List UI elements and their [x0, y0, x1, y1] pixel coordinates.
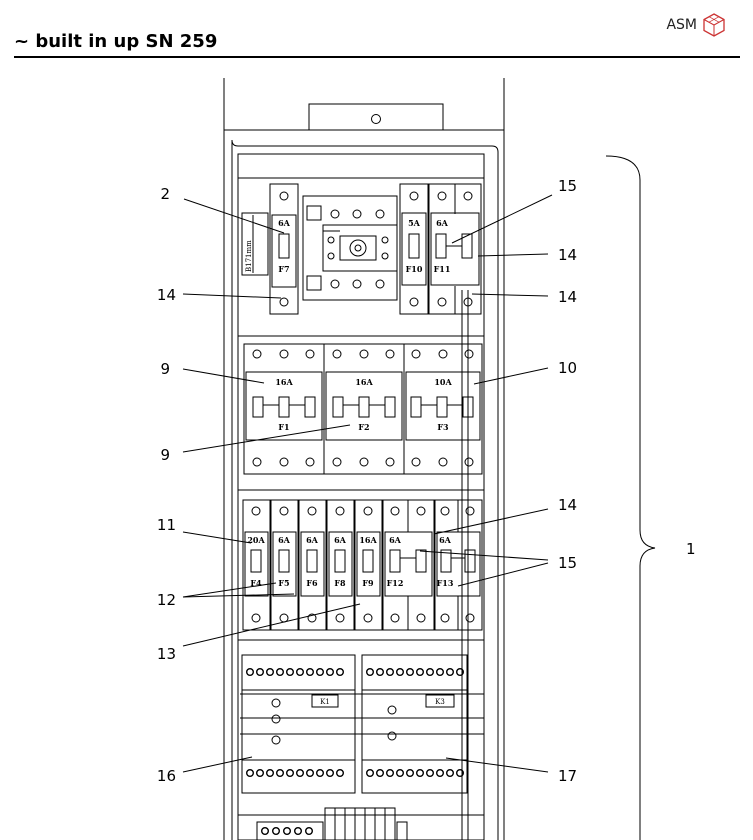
callout-10: 10: [558, 359, 577, 377]
breaker-f1: [243, 343, 325, 475]
brand-name: ASM: [666, 17, 697, 33]
f13-label: F13: [437, 578, 454, 588]
breaker-f6: [298, 499, 327, 631]
f3-label: F3: [437, 422, 449, 432]
f6-label: F6: [306, 578, 318, 588]
f9-rating: 16A: [359, 535, 377, 545]
callout-9-bottom: 9: [160, 446, 170, 464]
callout-14-left: 14: [157, 286, 176, 304]
cabinet-frame: [223, 78, 505, 840]
asm-cube-logo-icon: [703, 13, 725, 37]
breaker-f12: [382, 499, 435, 631]
breaker-f3: [403, 343, 483, 475]
f13-rating: 6A: [439, 535, 452, 545]
f2-label: F2: [358, 422, 369, 432]
callout-14-lower: 14: [558, 496, 577, 514]
f5-label: F5: [278, 578, 289, 588]
f8-rating: 6A: [334, 535, 347, 545]
f12-label: F12: [387, 578, 404, 588]
f4-label: F4: [250, 578, 262, 588]
callout-labels: 2 15 14 14 14 9 10 9 11 14 15 1 12 13 16…: [157, 177, 696, 785]
f6-rating: 6A: [306, 535, 319, 545]
f12-rating: 6A: [389, 535, 402, 545]
relay-module-17: [361, 654, 468, 794]
callout-11: 11: [157, 516, 176, 534]
side-label: B171mm: [245, 240, 253, 272]
f2-rating: 16A: [355, 377, 373, 387]
breaker-f11: [428, 183, 482, 315]
leader-lines: [182, 194, 553, 773]
f7-label: F7: [278, 264, 289, 274]
brand-logo: ASM: [666, 13, 725, 37]
callout-1: 1: [686, 540, 696, 558]
callout-14-right: 14: [558, 288, 577, 306]
breaker-f4: [242, 499, 271, 631]
callout-15-top: 15: [558, 177, 577, 195]
f9-label: F9: [362, 578, 374, 588]
breaker-f5: [270, 499, 299, 631]
breaker-f8: [326, 499, 355, 631]
breaker-f2: [323, 343, 405, 475]
callout-17: 17: [558, 767, 577, 785]
breaker-f13: [434, 499, 483, 631]
f3-rating: 10A: [434, 377, 452, 387]
page-title: ~ built in up SN 259: [14, 31, 218, 52]
device-labels: 6A F7 B171mm 5A F10 6A F11 16A F1 16A F2…: [245, 218, 454, 706]
terminal-dots: [245, 668, 465, 836]
callout-13: 13: [157, 645, 176, 663]
callout-15-lower: 15: [558, 554, 577, 572]
f7-rating: 6A: [278, 218, 291, 228]
f11-label: F11: [434, 264, 451, 274]
f10-label: F10: [406, 264, 423, 274]
f1-rating: 16A: [275, 377, 293, 387]
callout-9-top: 9: [160, 360, 170, 378]
assembly-brace: [605, 155, 656, 840]
callout-14-top-right: 14: [558, 246, 577, 264]
breaker-f9: [354, 499, 383, 631]
f8-label: F8: [334, 578, 346, 588]
callout-2: 2: [160, 185, 170, 203]
breaker-f10: [399, 183, 429, 315]
callout-16: 16: [157, 767, 176, 785]
callout-12: 12: [157, 591, 176, 609]
breaker-f7: [241, 183, 299, 315]
terminal-block: [256, 807, 408, 840]
relay-k1-label: K1: [320, 698, 330, 706]
f10-rating: 5A: [408, 218, 421, 228]
f11-rating: 6A: [436, 218, 449, 228]
f1-label: F1: [278, 422, 289, 432]
f5-rating: 6A: [278, 535, 291, 545]
header-divider: [14, 56, 740, 58]
relay-k2-label: K3: [435, 698, 445, 706]
main-switch: [302, 195, 398, 301]
f4-rating: 20A: [247, 535, 265, 545]
